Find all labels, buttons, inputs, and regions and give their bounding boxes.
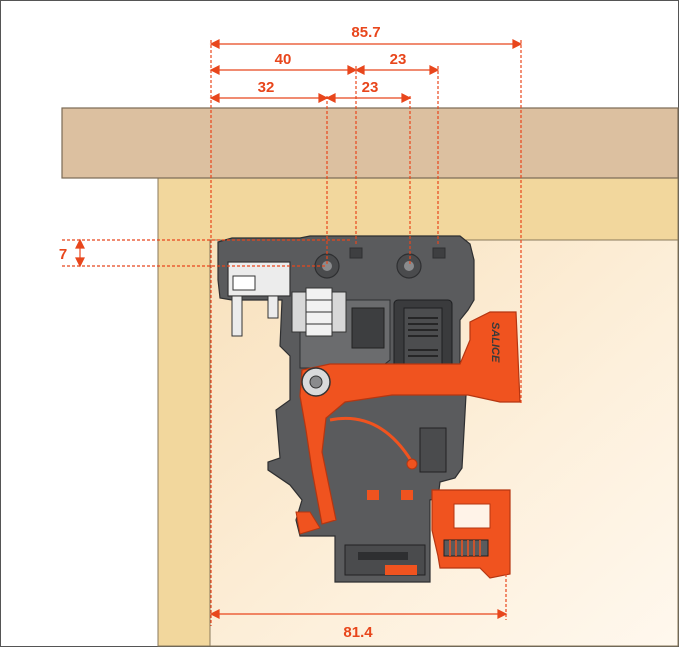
top-board — [61, 107, 679, 179]
dimension-23-top: 23 — [390, 51, 407, 68]
indicator-square-1 — [367, 490, 379, 500]
dimension-81-4: 81.4 — [343, 624, 373, 641]
cam-adjuster — [291, 287, 347, 337]
front-clip-body — [431, 489, 511, 579]
dimension-23-mid: 23 — [362, 79, 379, 96]
base-slot-bar — [358, 552, 408, 560]
lever-body — [299, 311, 521, 525]
pin-slot-1 — [349, 247, 363, 259]
adjust-screw-housing — [403, 307, 443, 367]
adjust-screw-threads — [408, 317, 438, 357]
lever-spring — [329, 416, 414, 463]
dimension-7: 7 — [59, 246, 67, 263]
clip-leg-left — [231, 295, 243, 337]
mounting-clip — [227, 261, 291, 337]
hinge-mechanism — [217, 235, 475, 583]
release-lever — [299, 311, 521, 525]
front-clip-spring — [443, 539, 489, 557]
clip-leg-right — [267, 295, 279, 319]
dimension-lines — [62, 39, 523, 626]
lower-slot — [419, 427, 447, 473]
screw-hole-right-inner — [404, 261, 414, 271]
dimension-32: 32 — [258, 79, 275, 96]
brand-label: SALICE — [489, 322, 501, 363]
screw-hole-left-inner — [322, 261, 332, 271]
indicator-square-2 — [401, 490, 413, 500]
indicator-bar — [385, 565, 417, 575]
central-block — [351, 307, 385, 349]
spring-end — [406, 458, 418, 470]
front-clip-window — [453, 503, 491, 529]
dimension-85-7: 85.7 — [351, 24, 380, 41]
clip-label-box — [232, 275, 256, 291]
front-clip — [431, 489, 511, 579]
lever-foot — [295, 511, 321, 535]
lever-pivot-inner — [309, 375, 323, 389]
dimension-40: 40 — [275, 51, 292, 68]
pin-slot-2 — [432, 247, 446, 259]
